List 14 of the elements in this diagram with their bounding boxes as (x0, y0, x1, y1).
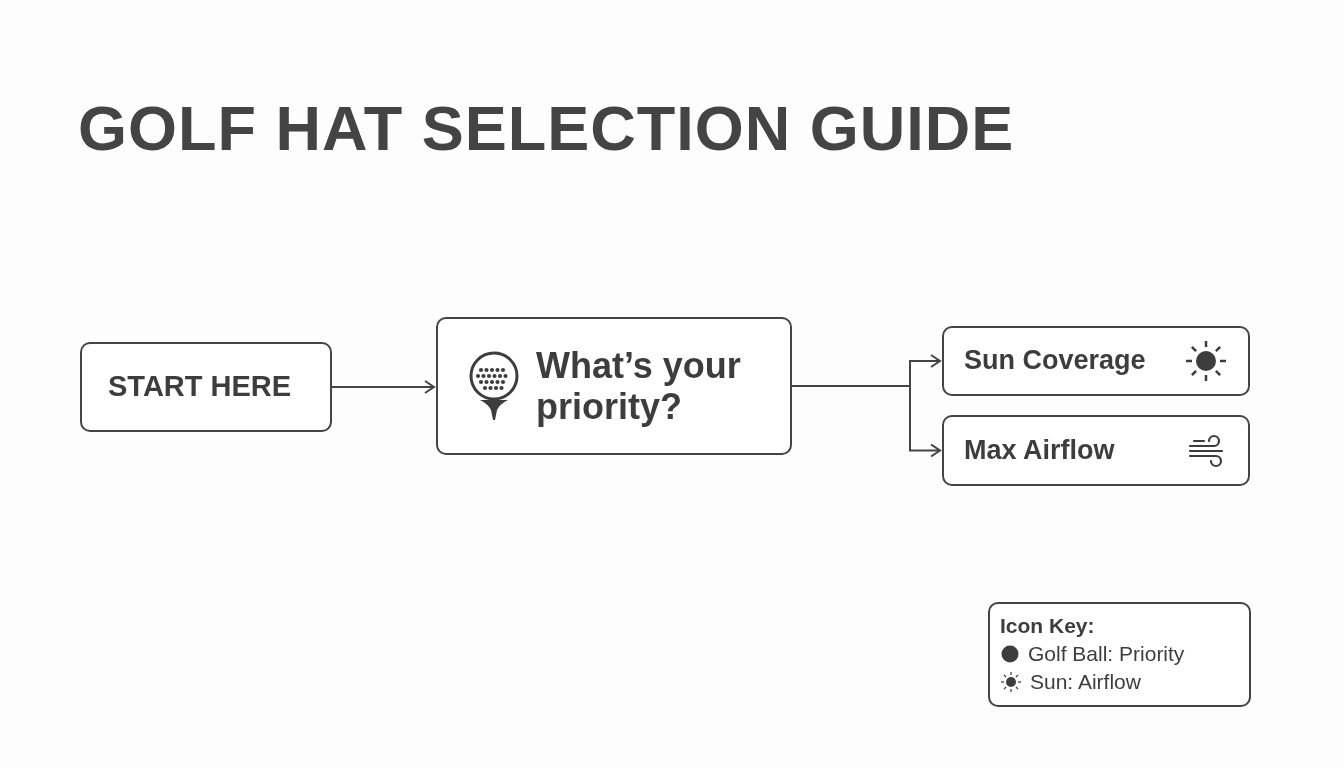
node-label: What’s your priority? (536, 344, 742, 428)
decision-box (436, 317, 792, 455)
legend-text: Sun: Airflow (1030, 670, 1141, 694)
arrow (791, 385, 941, 458)
process-box (942, 415, 1250, 486)
node-label: Max Airflow (964, 434, 1115, 466)
process-box (942, 326, 1250, 396)
title: GOLF HAT SELECTION GUIDE (78, 92, 1015, 164)
legend-text: Golf Ball: Priority (1028, 642, 1185, 666)
legend-title: Icon Key: (1000, 613, 1096, 639)
process-box (80, 342, 332, 432)
arrow (331, 380, 435, 394)
node-label: Sun Coverage (964, 345, 1146, 377)
node-label: START HERE (108, 370, 292, 404)
